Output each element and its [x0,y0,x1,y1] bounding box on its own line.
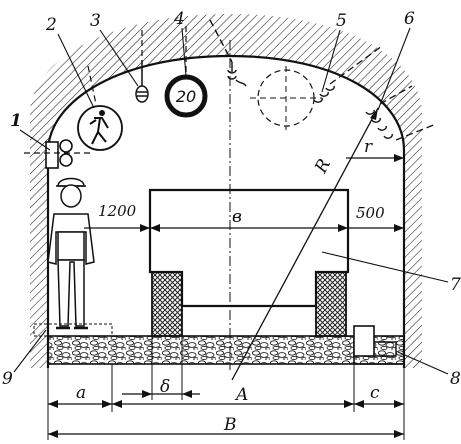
dim-text-1200: 1200 [98,202,137,220]
extension-lines [47,336,405,440]
dim-text-c: c [370,383,380,403]
dim-arrow-B-r [394,430,404,438]
callout-8: 8 [450,369,461,389]
right-support [315,271,347,337]
dim-arrow-A-l [112,400,122,408]
dim-arrow-c-l [354,400,364,408]
worker-figure [47,177,95,330]
ballast-bed [47,335,405,365]
callout-5: 5 [336,11,347,31]
arch-axis-dashed-2 [395,123,437,141]
dim-text-B: B [223,415,237,435]
radius-arrow-R [370,108,378,120]
dim-arrow-delta-r [182,390,192,398]
callout-3: 3 [90,11,101,31]
dim-text-500: 500 [356,204,385,222]
callout-9: 9 [2,369,13,389]
insulator-chain-2 [313,85,335,103]
dim-arrow-gauge-l [150,224,160,232]
dim-arrow-c-r [394,400,404,408]
dim-text-gauge: в [232,207,242,227]
dim-arrow-500 [394,224,404,232]
wall-lamp [45,139,73,169]
arch-axis-dashed-1 [379,85,413,105]
dim-arrow-a-l [48,400,58,408]
callout-2: 2 [45,15,57,35]
dim-text-A: A [234,385,248,405]
trench-cover [353,325,375,357]
chain-axis-dashed [209,19,233,63]
trench-step [374,341,397,357]
callout-7: 7 [450,275,461,295]
dim-text-a: a [76,383,86,403]
dim-arrow-gauge-r [338,224,348,232]
dim-arrow-B-l [48,430,58,438]
callout-1: 1 [10,111,22,131]
radius-line-R [231,107,379,381]
hanging-lamp [135,60,149,103]
callout-6: 6 [404,9,415,29]
speed-sign-number: 20 [176,87,196,106]
dim-arrow-delta-l [142,390,152,398]
left-support [151,271,183,337]
tunnel-inner-contour [46,54,406,368]
dim-text-r: r [364,137,373,157]
pedestrian-sign [77,105,123,151]
sign-axis-dashed [87,65,97,105]
callout-4: 4 [173,9,185,29]
leader-lines [13,27,449,375]
speed-sign-outer [164,74,208,118]
dim-arrow-1200 [140,224,150,232]
radius-arrow-r [394,154,404,162]
arch-insulators [365,109,393,139]
insulator-chain [227,62,247,87]
dim-arrow-A-r [344,400,354,408]
dim-arrow-a-r [102,400,112,408]
dim-text-delta: δ [160,377,170,397]
rolling-stock-gauge [148,188,350,308]
dim-text-R: R [311,156,335,178]
